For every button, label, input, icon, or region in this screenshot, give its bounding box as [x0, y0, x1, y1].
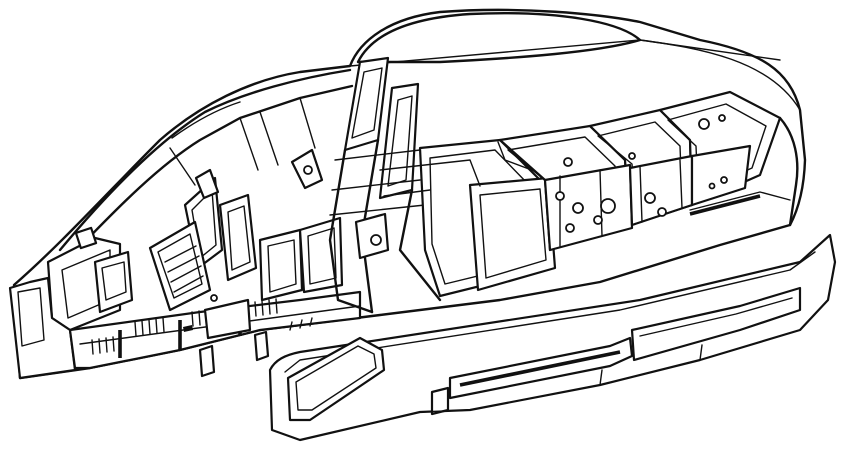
- rear-fuselage-bays: [498, 90, 799, 252]
- main-frame-tower: [328, 56, 442, 314]
- center-fuselage-box: [379, 138, 557, 298]
- lower-stub-panel: [268, 233, 837, 442]
- fuselage-outer-skin: [12, 8, 807, 380]
- skid-brackets: [183, 325, 270, 378]
- cockpit-seat-frames: [148, 148, 344, 340]
- nose-bulkheads: [8, 226, 134, 380]
- cockpit-canopy-frame: [58, 68, 354, 254]
